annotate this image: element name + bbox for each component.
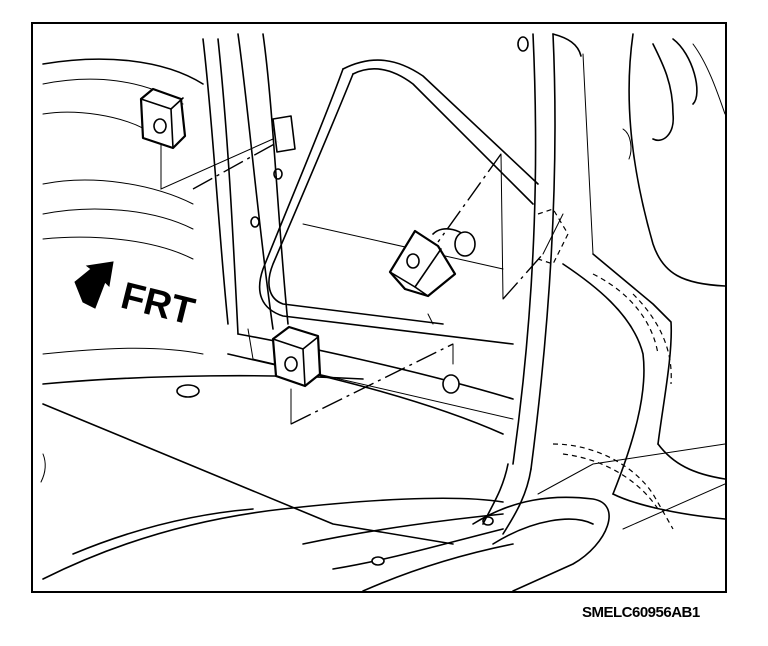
rear-quarter-panel xyxy=(517,33,725,520)
hidden-lines xyxy=(537,208,674,530)
clip-lower-left xyxy=(271,325,322,388)
clip-upper-left xyxy=(139,87,187,150)
front-arrow-icon xyxy=(74,261,114,309)
leader-lines xyxy=(160,138,564,425)
clip-center xyxy=(388,228,476,298)
frt-label: FRT xyxy=(117,275,199,334)
sill xyxy=(472,443,725,591)
b-pillar-trim xyxy=(482,33,594,535)
figure-id: SMELC60956AB1 xyxy=(582,604,700,621)
inner-pillar xyxy=(227,33,514,435)
window-opening xyxy=(258,59,539,345)
front-direction-indicator: FRT xyxy=(74,261,199,334)
illustration-frame: FRT xyxy=(31,22,727,593)
left-wall-panel xyxy=(42,38,283,355)
vehicle-interior-drawing: FRT xyxy=(40,33,725,591)
floor-panel xyxy=(40,374,514,591)
